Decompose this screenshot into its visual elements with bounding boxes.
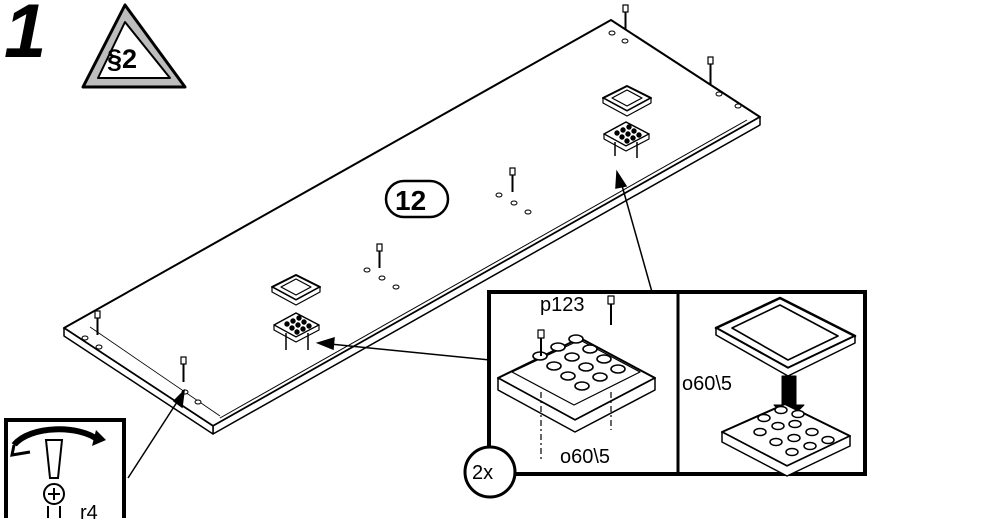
tool-label: r4 — [80, 502, 98, 524]
screw-icon — [509, 167, 516, 192]
screwdriver-icon — [44, 439, 64, 479]
callout-arrows — [127, 169, 653, 479]
panel-holes — [81, 30, 742, 405]
warning-triangle-icon — [81, 3, 187, 89]
screw-icon — [94, 310, 101, 335]
cap-assembly-left — [271, 274, 321, 350]
shelf-panel — [63, 19, 761, 435]
cap-assembly-right — [602, 85, 652, 158]
warning-label: §2 — [107, 44, 138, 74]
part-number-label: 12 — [395, 185, 427, 216]
screw-icon — [622, 4, 629, 30]
cap-detail-right — [714, 296, 857, 477]
screw-icon — [376, 243, 383, 268]
tool-detail-panel — [4, 418, 126, 518]
step-number: 1 — [4, 0, 47, 74]
screw-icons — [94, 4, 714, 382]
quantity-badge — [463, 445, 517, 499]
screw-icon — [707, 56, 714, 84]
part-number-badge — [384, 179, 450, 219]
quantity-label: 2x — [472, 462, 494, 484]
base-detail-left — [497, 295, 656, 460]
cap-part-label-right: o60\5 — [682, 373, 733, 395]
cap-part-label-left: o60\5 — [560, 446, 611, 468]
screw-part-label: p123 — [540, 294, 585, 316]
screw-icon — [180, 356, 187, 382]
